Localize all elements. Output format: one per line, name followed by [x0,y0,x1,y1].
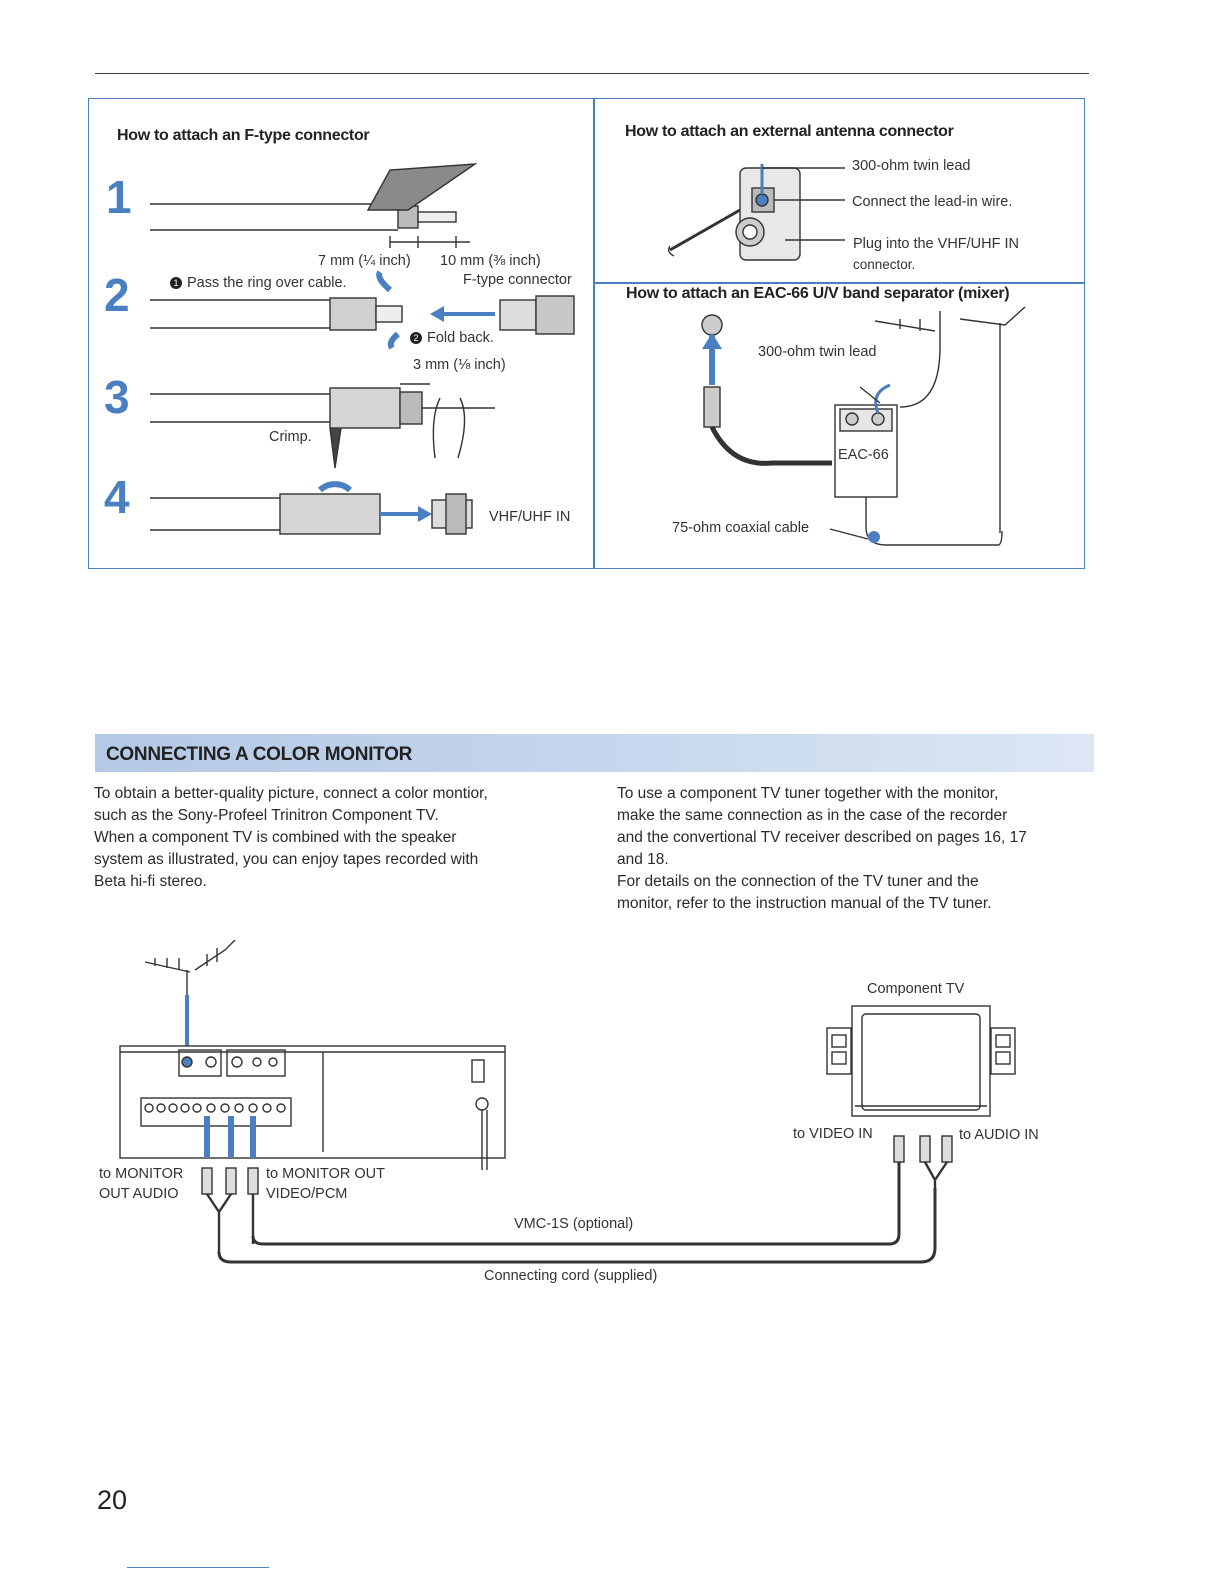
antenna-icon [144,940,236,1058]
bullet-1: 1 [170,277,182,289]
pass-ring-text: Pass the ring over cable. [187,275,347,291]
step-3-number: 3 [104,371,130,423]
to-monitor-out-audio-line-1: to MONITOR [99,1166,184,1182]
step-2-cable [150,270,575,350]
vhf-uhf-in-label: VHF/UHF IN [489,509,571,525]
step-4-cable [150,481,473,535]
ext-connect-leadin-label: Connect the lead-in wire. [852,194,1013,210]
section-bar [95,734,1094,772]
left-para-line-5: Beta hi-fi stereo. [94,873,207,890]
right-para-line-6: monitor, refer to the instruction manual… [617,895,992,912]
eac66-illustration [701,306,1026,546]
step-1-number: 1 [106,171,132,223]
left-para-line-4: system as illustrated, you can enjoy tap… [94,851,479,868]
eac66-title: How to attach an EAC-66 U/V band separat… [626,285,1010,302]
right-paragraph: To use a component TV tuner together wit… [617,783,1097,915]
connecting-cord-label: Connecting cord (supplied) [484,1268,658,1284]
fttype-title: How to attach an F-type connector [117,127,370,144]
external-illustration [667,164,845,261]
right-para-line-2: make the same connection as in the case … [617,807,1008,824]
vcr-rear-panel [119,1045,506,1170]
right-para-line-1: To use a component TV tuner together wit… [617,785,999,802]
bullet-2: 2 [410,332,422,344]
fold-back-text: Fold back. [427,330,494,346]
step-3-cable [150,383,495,469]
eac-coaxial-label: 75-ohm coaxial cable [672,520,810,536]
monitor-diagram [119,940,1016,1264]
eac66-panel [593,282,1085,569]
eac66-device-label: EAC-66 [838,447,889,463]
tv-plugs [893,1135,953,1190]
to-audio-in-label: to AUDIO IN [959,1127,1039,1143]
to-monitor-out-video-line-1: to MONITOR OUT [266,1166,385,1182]
vmc-cable [251,1162,901,1246]
step-4-number: 4 [104,471,130,523]
step-2-number: 2 [104,269,130,321]
f-type-connector-label: F-type connector [463,272,572,288]
footer-link-rule [127,1567,269,1568]
fttype-panel [88,98,595,569]
component-tv-label: Component TV [867,981,965,997]
left-paragraph: To obtain a better-quality picture, conn… [94,783,584,893]
left-para-line-2: such as the Sony-Profeel Trinitron Compo… [94,807,439,824]
external-title: How to attach an external antenna connec… [625,123,954,140]
fold-back-label: 2 Fold back. [410,330,494,346]
section-title: CONNECTING A COLOR MONITOR [106,744,413,765]
dim-3mm: 3 mm (⅛ inch) [413,357,506,373]
ext-plug-into-label-2: connector. [853,257,916,272]
to-monitor-out-video-line-2: VIDEO/PCM [266,1186,348,1202]
dim-10mm: 10 mm (⅜ inch) [440,253,541,269]
eac-twin-lead-label: 300-ohm twin lead [758,344,877,360]
ext-plug-into-label-1: Plug into the VHF/UHF IN [853,236,1019,252]
right-para-line-5: For details on the connection of the TV … [617,873,979,890]
dim-7mm: 7 mm (¼ inch) [318,253,411,269]
fttype-illustration [150,163,575,535]
right-para-line-3: and the convertional TV receiver describ… [617,829,1027,846]
header-rule [95,73,1089,74]
vmc-label: VMC-1S (optional) [514,1216,634,1232]
crimp-label: Crimp. [269,429,312,445]
right-para-line-4: and 18. [617,851,669,868]
to-monitor-out-audio-line-2: OUT AUDIO [99,1186,179,1202]
page-number: 20 [97,1485,128,1515]
connecting-cord [217,1188,937,1264]
ext-twin-lead-label: 300-ohm twin lead [852,158,971,174]
component-tv-icon [826,1005,1016,1117]
to-video-in-label: to VIDEO IN [793,1126,873,1142]
vcr-plugs [201,1167,259,1252]
external-panel [593,98,1085,284]
step-1-cable [150,163,478,248]
left-para-line-3: When a component TV is combined with the… [94,829,457,846]
left-para-line-1: To obtain a better-quality picture, conn… [94,785,488,802]
pass-ring-label: 1 Pass the ring over cable. [170,275,347,291]
